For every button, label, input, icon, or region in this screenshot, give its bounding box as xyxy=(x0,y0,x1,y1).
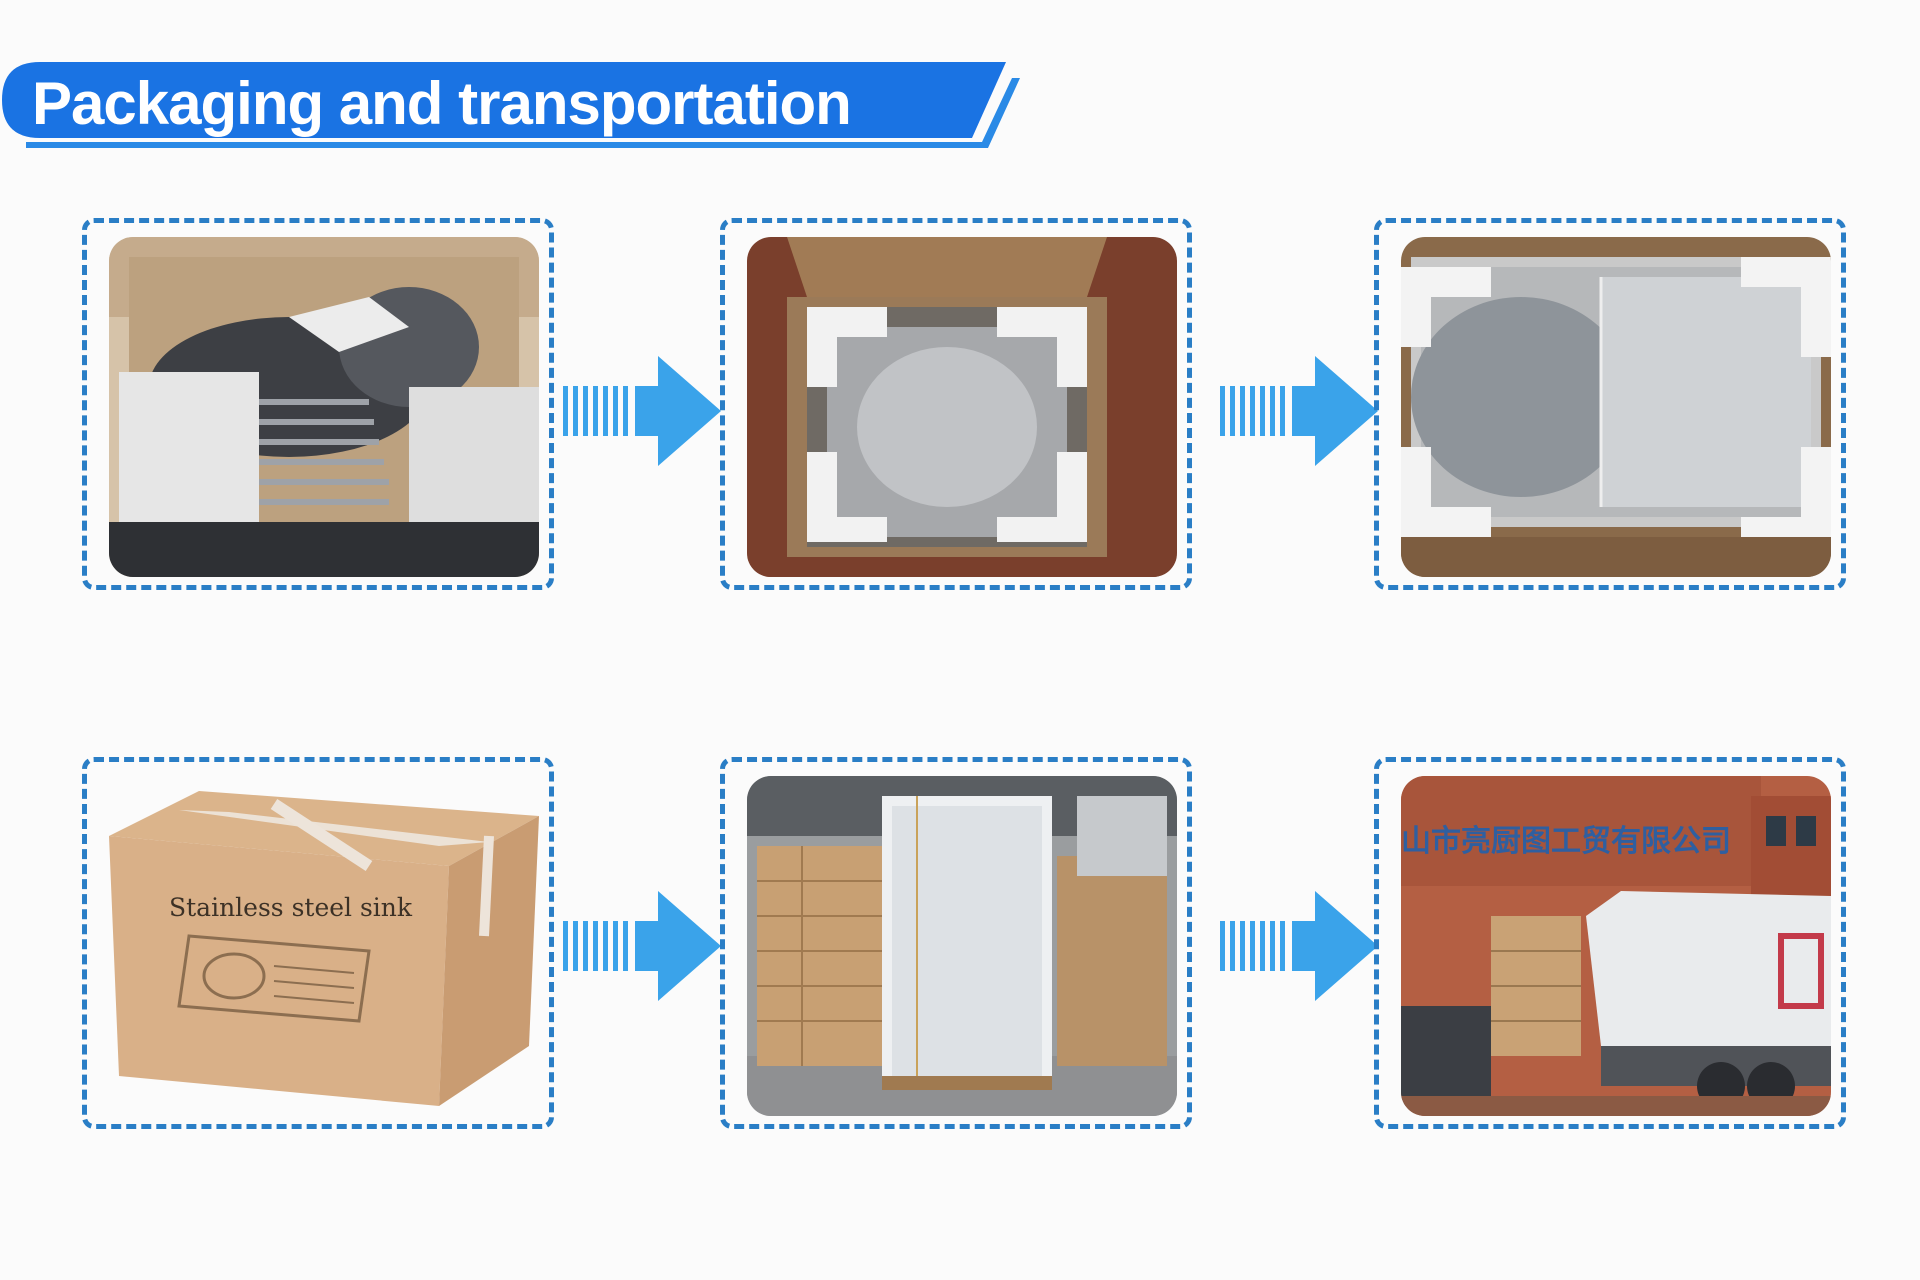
box-label: Stainless steel sink xyxy=(169,893,413,922)
arrow-right-icon xyxy=(1220,356,1378,466)
step-5-frame xyxy=(720,757,1192,1129)
step-2-frame xyxy=(720,218,1192,590)
arrow-right-icon xyxy=(1220,891,1378,1001)
sink-in-box-with-foam-icon xyxy=(109,237,539,577)
truck-loading-icon: 山市亮厨图工贸有限公司 xyxy=(1401,776,1831,1116)
step-6-frame: 山市亮厨图工贸有限公司 xyxy=(1374,757,1846,1129)
sink-with-corner-protectors-icon xyxy=(1401,237,1831,577)
header-banner-shape xyxy=(2,62,1020,148)
sink-wrapped-in-bag-icon xyxy=(747,237,1177,577)
step-3-frame xyxy=(1374,218,1846,590)
building-sign: 山市亮厨图工贸有限公司 xyxy=(1401,824,1731,859)
arrow-right-icon xyxy=(563,891,721,1001)
step-4-frame: Stainless steel sink xyxy=(82,757,554,1129)
sealed-carton-icon: Stainless steel sink xyxy=(109,776,539,1116)
step-1-frame xyxy=(82,218,554,590)
arrow-right-icon xyxy=(563,356,721,466)
section-header: Packaging and transportation xyxy=(0,58,1030,158)
palletized-cartons-icon xyxy=(747,776,1177,1116)
page-title: Packaging and transportation xyxy=(32,70,852,137)
